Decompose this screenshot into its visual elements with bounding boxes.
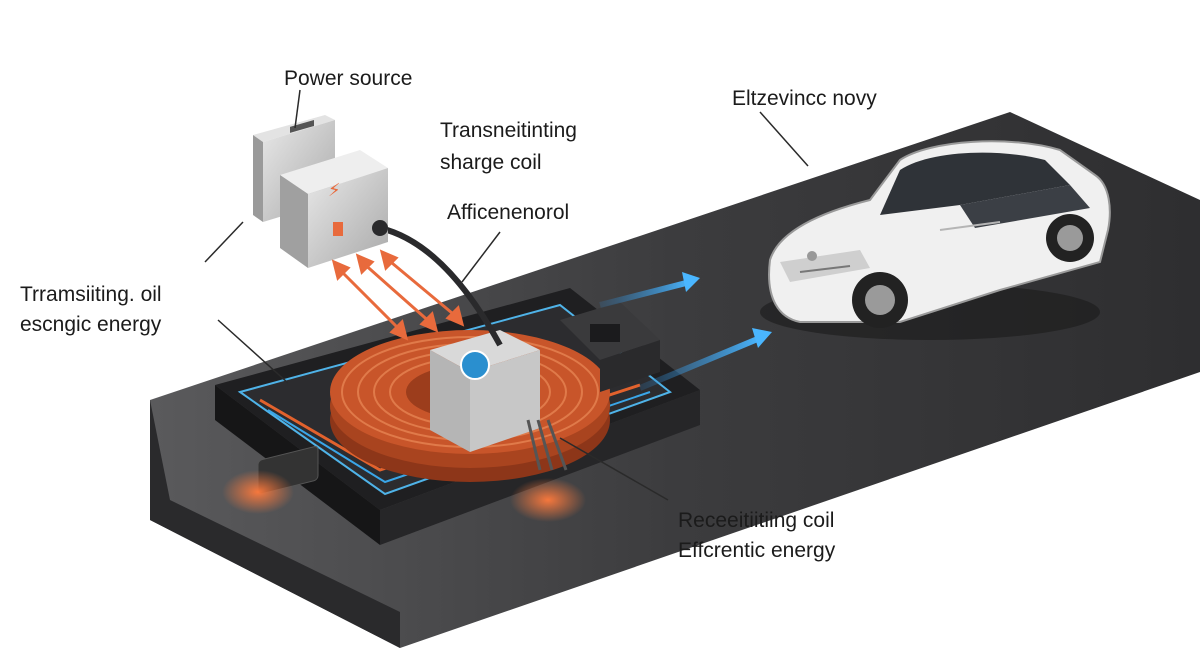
leader-lines — [204, 89, 809, 501]
ground-glow-left — [222, 470, 294, 514]
receiver-module — [560, 302, 660, 392]
label-electric-vehicle: Eltzevincc novy — [732, 87, 877, 110]
label-receiving-coil-line1: Receeitiitiing coil — [678, 509, 835, 532]
ground-glow-right — [510, 478, 586, 522]
label-afficenenorol: Afficenenorol — [447, 201, 570, 224]
label-transmitting-coil-line1: Trramsiiting. oil — [20, 283, 162, 306]
label-power-source: Power source — [284, 67, 413, 90]
label-transmitting-charge-coil-line2: sharge coil — [440, 151, 542, 174]
label-transmitting-coil-line2: escngic energy — [20, 313, 162, 336]
power-source-unit: ⚡ — [253, 115, 388, 268]
power-cable — [379, 225, 503, 347]
label-receiving-coil-line2: Effcrentic energy — [678, 539, 836, 562]
electric-car — [760, 140, 1111, 340]
energy-arrows — [331, 249, 465, 341]
coil-housing — [430, 330, 540, 452]
coil-wires — [526, 419, 568, 471]
svg-text:⚡: ⚡ — [328, 180, 341, 201]
label-transmitting-charge-coil-line1: Transneitinting — [440, 119, 577, 142]
field-arrows — [599, 272, 772, 391]
